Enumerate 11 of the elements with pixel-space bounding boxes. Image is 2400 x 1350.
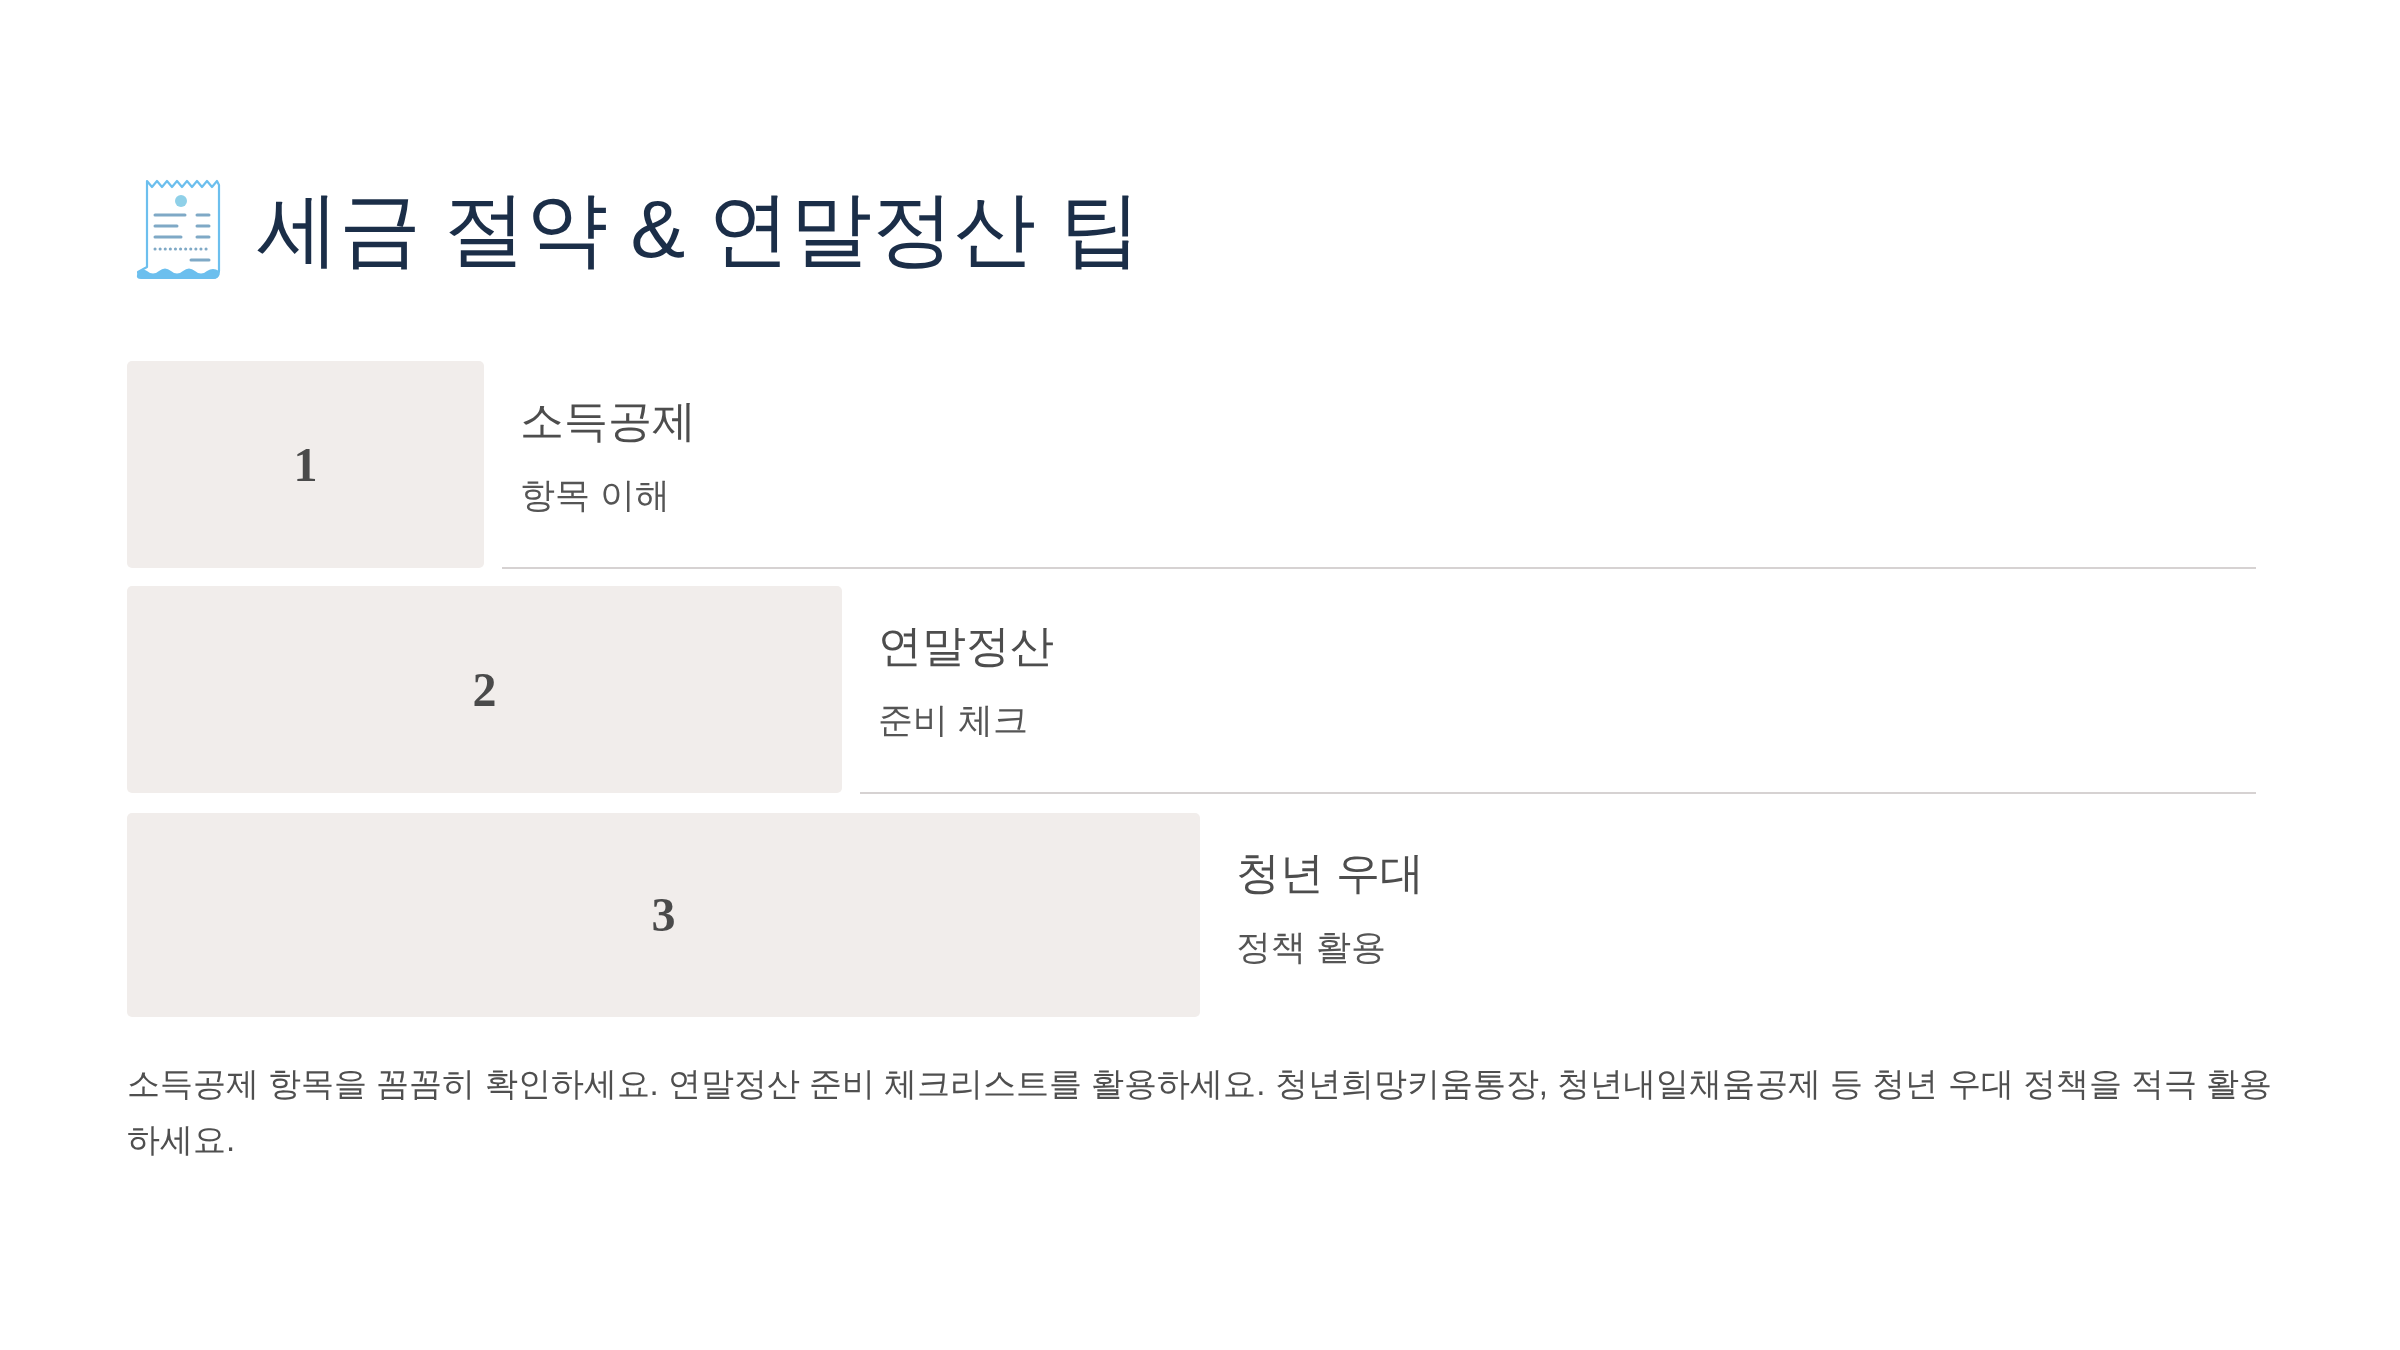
- number-tile: 3: [127, 813, 1200, 1017]
- row-heading: 청년 우대: [1236, 847, 1425, 899]
- row-heading: 소득공제: [520, 395, 696, 447]
- row-subtitle: 준비 체크: [878, 699, 1028, 741]
- row-heading: 연말정산: [878, 620, 1054, 672]
- number-tile: 1: [127, 361, 484, 568]
- row-subtitle: 항목 이해: [520, 474, 670, 516]
- page-title: 세금 절약 & 연말정산 팁: [257, 182, 1141, 276]
- row-subtitle: 정책 활용: [1236, 926, 1386, 968]
- number-tile: 2: [127, 586, 842, 793]
- caption-text: 소득공제 항목을 꼼꼼히 확인하세요. 연말정산 준비 체크리스트를 활용하세요. 청년희망키움통장, 청년내일채움공제 등 청년 우대 정책을 적극 활용하세요.: [127, 1064, 2274, 1160]
